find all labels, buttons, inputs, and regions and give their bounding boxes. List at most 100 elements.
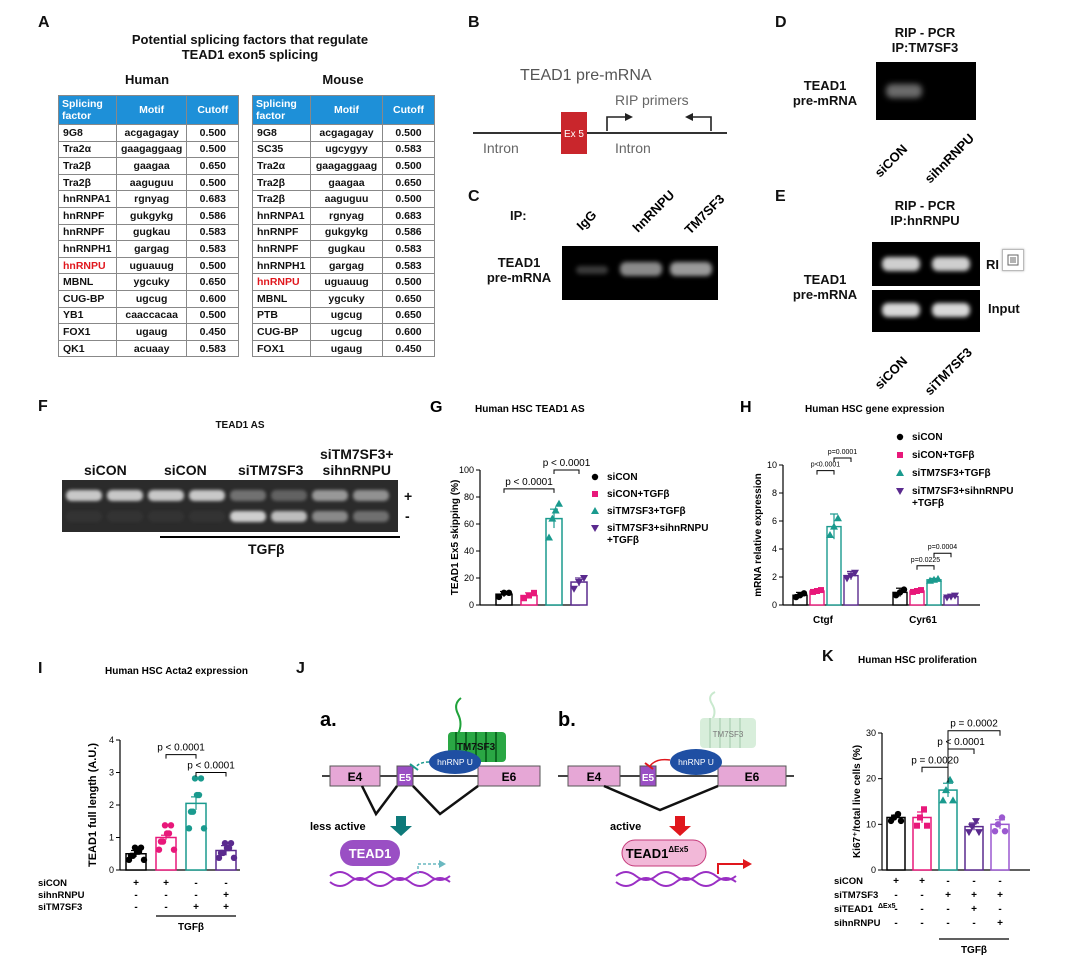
human-cell: acuaay (115, 339, 188, 358)
mouse-cell: 0.586 (382, 223, 435, 242)
chart-i-point (230, 854, 238, 862)
human-cell: aaguguu (115, 173, 188, 192)
chart-h-point (934, 574, 942, 582)
chart-k-row-mark: + (971, 904, 977, 915)
chart-h-point (951, 592, 959, 600)
chart-i-title: Human HSC Acta2 expression (105, 666, 248, 677)
chart-k-point (914, 822, 920, 829)
gel-f-band-lower (230, 511, 266, 522)
human-cell: gaagaa (115, 157, 188, 175)
chart-i-point (221, 839, 229, 847)
mouse-cell: gugkau (310, 240, 383, 258)
mouse-cell: ugaug (310, 339, 383, 358)
rip-primers-label: RIP primers (615, 92, 689, 108)
chart-i-point (217, 849, 225, 857)
legend-h-marker (897, 452, 903, 458)
chart-g-point (548, 514, 557, 522)
exon5-label: Ex 5 (564, 129, 584, 140)
chart-g-point (495, 593, 503, 601)
mouse-cell: hnRNPA1 (252, 206, 311, 225)
legend-h-label: siTM7SF3+sihnRNPU (912, 486, 1013, 497)
mouse-cell: Tra2α (252, 157, 311, 175)
chart-h-point (818, 587, 824, 594)
chart-i-row-mark: - (164, 902, 167, 913)
chart-h-sig-3-label: p=0.0225 (911, 557, 940, 564)
chart-k-row-label: siTEAD1 (834, 904, 874, 915)
chart-i-point (187, 808, 195, 815)
mouse-cell: gukgykg (310, 223, 383, 242)
panel-e-letter: E (775, 188, 786, 205)
human-cell: Tra2β (58, 173, 117, 192)
chart-k-row-label: siCON (834, 876, 863, 887)
forward-primer-head (625, 113, 633, 121)
chart-g-point (551, 506, 560, 514)
mouse-cell: Tra2β (252, 173, 311, 192)
chart-k-point (949, 796, 957, 804)
f-group-4-line2: sihnRNPU (322, 462, 391, 478)
human-cell: caaccacaa (115, 306, 188, 325)
legend-h-label-2: +TGFβ (912, 498, 944, 509)
chart-h-sig-2-label: p=0.0001 (828, 449, 857, 456)
chart-k-point (991, 827, 999, 835)
human-cell: hnRNPH1 (58, 240, 117, 258)
j-a-exon5 (396, 765, 414, 787)
human-th-motif: Motif (115, 95, 188, 125)
panel-d-target-2: pre-mRNA (792, 93, 858, 108)
chart-i-y-tick-label: 0 (109, 865, 114, 875)
chart-k-title: Human HSC proliferation (858, 655, 977, 666)
chart-k-point (942, 786, 950, 794)
chart-k-sig-3 (947, 730, 1001, 783)
j-b-e5: E5 (642, 773, 655, 784)
chart-k-point (1001, 827, 1009, 835)
panel-c-target: TEAD1 pre-mRNA (478, 255, 560, 285)
band-tm7sf3 (670, 262, 712, 276)
chart-i-y-tick-label: 1 (109, 833, 114, 843)
chart-k-y-tick-label: 0 (871, 865, 876, 875)
human-cell: rgnyag (115, 190, 188, 208)
mouse-cell: 0.650 (382, 173, 435, 192)
panel-c-letter: C (468, 188, 480, 205)
chart-i-point (135, 848, 143, 855)
j-b-tx-arrow-head (743, 859, 752, 869)
j-a-inhibit-bar (409, 763, 419, 771)
lane-e-sicon: siCON (872, 353, 911, 392)
mouse-cell: ugcygyy (310, 140, 383, 159)
chart-i-row-mark: - (194, 878, 197, 889)
mouse-cell: ugcug (310, 323, 383, 341)
j-a-dna-helix (329, 871, 451, 881)
human-cell: hnRNPF (58, 206, 117, 225)
panel-e-lane-labels: siCON siTM7SF3 (872, 345, 976, 399)
chart-i-point (157, 838, 165, 845)
human-cell: ugaug (115, 323, 188, 341)
chart-i-point (225, 844, 233, 852)
human-cell: 0.583 (186, 339, 240, 358)
panel-b-letter: B (468, 14, 480, 31)
mouse-cell: Tra2β (252, 190, 311, 208)
human-cell: hnRNPF (58, 223, 117, 242)
chart-k-row-mark: + (997, 890, 1003, 901)
human-cell: Tra2β (58, 157, 117, 175)
mouse-cell: ygcuky (310, 289, 383, 308)
j-b-hnrnpu-label: hnRNP U (678, 757, 714, 767)
chart-i-point (155, 846, 163, 853)
scan-overlay-icon[interactable] (1002, 249, 1024, 271)
chart-k-point (894, 810, 902, 818)
gel-f-band-upper (353, 490, 389, 501)
panel-d-target: TEAD1 pre-mRNA (785, 78, 865, 108)
mouse-cell: ugcug (310, 306, 383, 325)
legend-g-marker (592, 491, 598, 497)
chart-g-sig-2-label: p < 0.0001 (543, 458, 591, 469)
panel-d-title-2: IP:TM7SF3 (891, 40, 959, 55)
j-b-inhibit-line (649, 758, 671, 767)
panel-k-letter: K (822, 648, 834, 665)
chart-h-point (843, 575, 851, 583)
mouse-th-cutoff: Cutoff (382, 95, 435, 125)
gel-f-band-lower (353, 511, 389, 522)
panel-e-title-2: IP:hnRNPU (890, 213, 960, 228)
chart-h-point (914, 588, 920, 594)
